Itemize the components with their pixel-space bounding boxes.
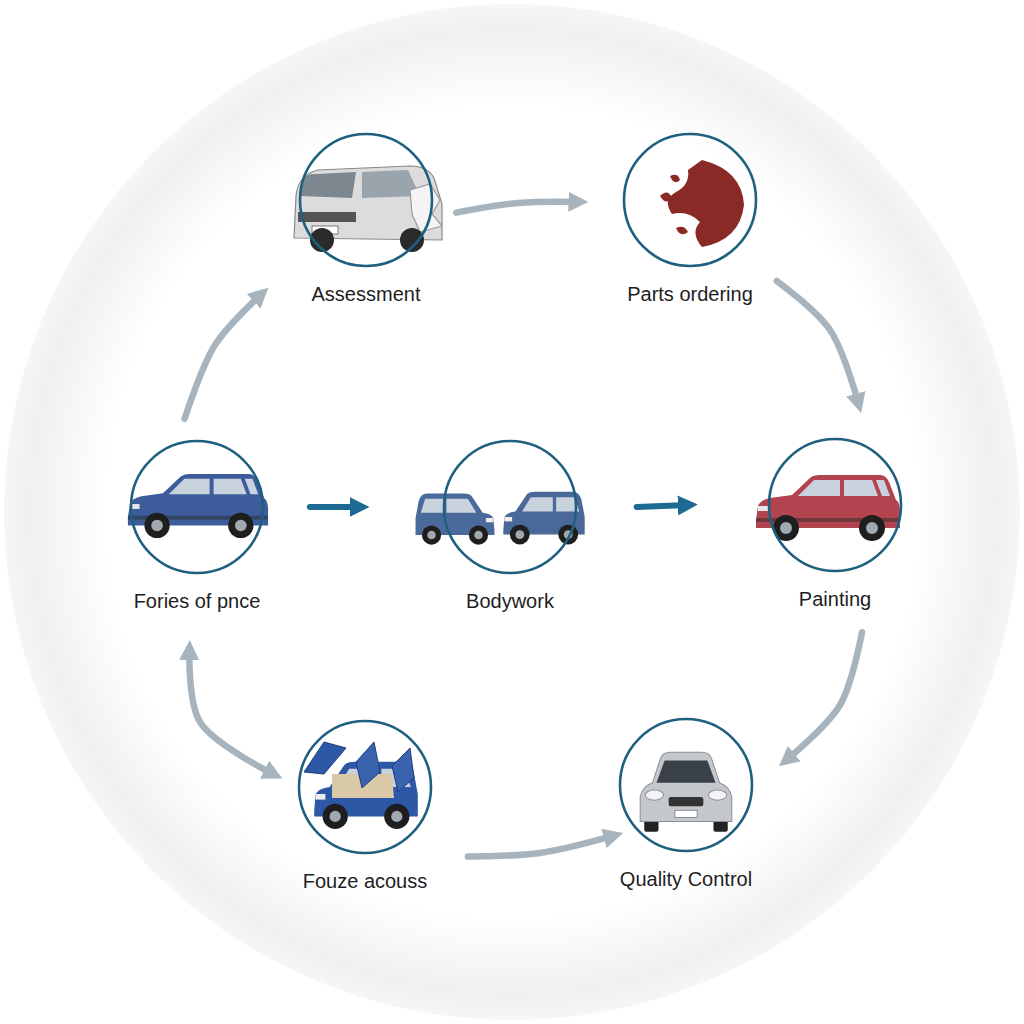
- hatchback-right: [503, 492, 584, 545]
- circle-border: [299, 721, 431, 853]
- step-label: Bodywork: [466, 589, 554, 613]
- flow-arrow: [787, 632, 862, 760]
- hatchback-left: [416, 493, 495, 544]
- circle-border: [769, 439, 901, 571]
- step-label: Painting: [799, 587, 871, 611]
- red-suv: [756, 475, 900, 541]
- circle-outline: [442, 439, 578, 575]
- flow-arrow: [456, 202, 578, 213]
- process-circle: Fories of pnce: [126, 439, 269, 613]
- blue-suv: [128, 474, 268, 538]
- circle-border: [620, 719, 752, 851]
- open-door-car: [304, 742, 418, 829]
- circle-outline: [298, 132, 434, 268]
- process-circle: Quality Control: [612, 717, 761, 891]
- flow-arrow: [777, 281, 859, 403]
- background-vignette: [4, 4, 1020, 1020]
- process-circle: Parts ordering: [619, 132, 761, 306]
- step-label: Quality Control: [620, 867, 752, 891]
- step-label: Assessment: [312, 282, 421, 306]
- process-circle: Fouze acouss: [295, 719, 436, 893]
- process-circle: Assessment: [298, 132, 434, 306]
- flow-arrow: [468, 836, 614, 857]
- step-label: Parts ordering: [627, 282, 753, 306]
- flow-arrow: [185, 295, 261, 419]
- step-label: Fouze acouss: [303, 869, 428, 893]
- parts-map: [660, 160, 744, 247]
- flow-arrow: [310, 504, 360, 510]
- circle-border: [300, 134, 432, 266]
- circle-outline: [618, 717, 754, 853]
- circle-outline: [129, 439, 265, 575]
- step-label: Fories of pnce: [134, 589, 261, 613]
- circle-border: [131, 441, 263, 573]
- process-circle: Painting: [767, 437, 903, 611]
- flow-arrow: [637, 505, 688, 507]
- circle-outline: [297, 719, 433, 855]
- circle-border: [624, 134, 756, 266]
- circle-outline: [767, 437, 903, 573]
- circle-border: [444, 441, 576, 573]
- process-circle: Bodywork: [442, 439, 578, 613]
- flow-arrow: [189, 650, 273, 774]
- silver-car: [640, 752, 732, 831]
- circle-outline: [622, 132, 758, 268]
